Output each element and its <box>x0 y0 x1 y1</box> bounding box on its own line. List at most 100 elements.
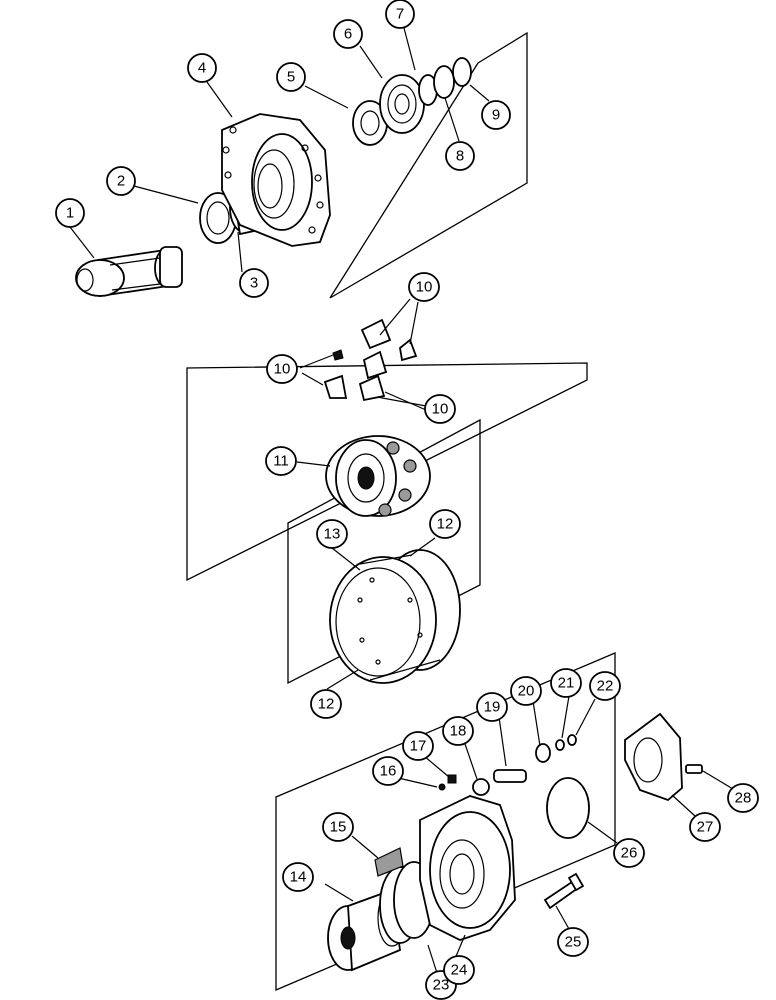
part-24-motor-housing <box>419 795 516 941</box>
callout-6: 6 <box>333 19 363 49</box>
callout-number: 21 <box>558 675 575 692</box>
callout-5: 5 <box>276 62 306 92</box>
callout-bubble <box>613 838 645 868</box>
part-1-splined-shaft <box>75 246 183 298</box>
callout-bubble <box>550 668 582 698</box>
callout-17: 17 <box>402 731 434 761</box>
callout-number: 10 <box>416 279 433 296</box>
callout-2: 2 <box>106 166 136 196</box>
callout-4: 4 <box>187 53 217 83</box>
callout-bubble <box>322 812 354 842</box>
callout-bubble <box>55 198 85 228</box>
group-frame-middle <box>186 362 588 582</box>
callout-bubble <box>310 689 342 719</box>
callout-number: 24 <box>451 962 468 979</box>
callout-21: 21 <box>550 668 582 698</box>
callout-25: 25 <box>557 927 589 957</box>
callout-9: 9 <box>481 100 511 130</box>
part-7-8-9-rings <box>418 57 472 106</box>
callout-13: 13 <box>316 519 348 549</box>
callout-11: 11 <box>265 446 297 476</box>
callout-number: 22 <box>597 678 614 695</box>
callout-28: 28 <box>727 783 759 813</box>
callout-number: 12 <box>437 516 454 533</box>
callout-16: 16 <box>372 756 404 786</box>
callout-bubble <box>265 446 297 476</box>
part-26-o-ring <box>546 777 590 839</box>
callout-number: 16 <box>380 763 397 780</box>
part-27-end-plate <box>624 712 683 802</box>
callout-number: 11 <box>273 453 289 470</box>
callout-23: 23 <box>425 970 457 1000</box>
callout-number: 8 <box>456 148 464 165</box>
callout-bubble <box>106 166 136 196</box>
leader-lines <box>69 27 734 974</box>
callout-22: 22 <box>589 671 621 701</box>
callout-12b: 12 <box>310 689 342 719</box>
callout-bubble <box>333 19 363 49</box>
callout-bubble <box>424 394 456 424</box>
callout-number: 9 <box>492 107 500 124</box>
part-10-rollers-keys <box>323 318 418 402</box>
callout-number: 1 <box>66 205 74 222</box>
callout-number: 18 <box>450 723 467 740</box>
callout-bubble <box>276 62 306 92</box>
callouts: 1 2 3 4 5 6 7 8 9 10 10 10 11 12 12 13 1… <box>55 0 759 1000</box>
callout-number: 10 <box>432 401 449 418</box>
callout-number: 2 <box>117 173 125 190</box>
callout-bubble <box>481 100 511 130</box>
callout-20: 20 <box>510 676 542 706</box>
callout-bubble <box>442 716 474 746</box>
callout-bubble <box>239 268 269 298</box>
callout-number: 20 <box>518 683 535 700</box>
callout-number: 10 <box>274 361 291 378</box>
callout-19: 19 <box>476 692 508 722</box>
callout-number: 3 <box>250 275 258 292</box>
callout-7: 7 <box>385 0 415 29</box>
callout-number: 12 <box>318 696 335 713</box>
callout-10b: 10 <box>266 354 298 384</box>
callout-bubble <box>476 692 508 722</box>
callout-bubble <box>443 955 475 985</box>
callout-14: 14 <box>282 862 314 892</box>
callout-27: 27 <box>689 812 721 842</box>
callout-number: 28 <box>735 790 752 807</box>
callout-26: 26 <box>613 838 645 868</box>
callout-bubble <box>187 53 217 83</box>
part-28-screw <box>685 764 703 774</box>
part-4-housing <box>221 113 331 247</box>
callout-1: 1 <box>55 198 85 228</box>
callout-bubble <box>689 812 721 842</box>
callout-bubble <box>282 862 314 892</box>
callout-number: 4 <box>198 60 206 77</box>
callout-18: 18 <box>442 716 474 746</box>
callout-bubble <box>429 509 461 539</box>
callout-bubble <box>402 731 434 761</box>
callout-bubble <box>385 0 415 29</box>
callout-number: 26 <box>621 845 638 862</box>
callout-24: 24 <box>443 955 475 985</box>
callout-bubble <box>316 519 348 549</box>
callout-bubble <box>589 671 621 701</box>
callout-bubble <box>727 783 759 813</box>
callout-bubble <box>266 354 298 384</box>
callout-10a: 10 <box>408 272 440 302</box>
group-frame-top <box>329 31 528 299</box>
callout-15: 15 <box>322 812 354 842</box>
callout-10c: 10 <box>424 394 456 424</box>
part-11-rotor <box>325 435 431 517</box>
part-12-13-ring <box>329 549 461 684</box>
callout-bubble <box>408 272 440 302</box>
callout-bubble <box>445 141 475 171</box>
callout-number: 14 <box>290 869 307 886</box>
callout-number: 6 <box>344 26 352 43</box>
part-25-bolt <box>543 872 585 910</box>
part-16-22-valve-parts <box>438 734 577 796</box>
callout-number: 25 <box>565 934 582 951</box>
callout-number: 23 <box>433 977 450 994</box>
callout-3: 3 <box>239 268 269 298</box>
callout-bubble <box>557 927 589 957</box>
callout-number: 5 <box>287 69 295 86</box>
callout-number: 13 <box>324 526 341 543</box>
